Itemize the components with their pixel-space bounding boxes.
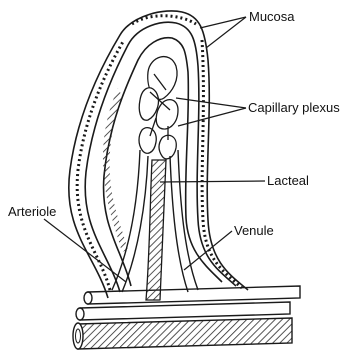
label-mucosa: Mucosa [249, 10, 295, 23]
venule [170, 150, 198, 292]
hatched-base-vessel [73, 318, 292, 349]
label-arteriole: Arteriole [8, 205, 56, 218]
label-venule: Venule [234, 224, 274, 237]
capillary-plexus [139, 57, 178, 159]
label-capillary-plexus: Capillary plexus [248, 101, 340, 114]
label-lacteal: Lacteal [267, 174, 309, 187]
lamina-propria-hatch [103, 88, 128, 252]
lacteal [146, 160, 166, 300]
